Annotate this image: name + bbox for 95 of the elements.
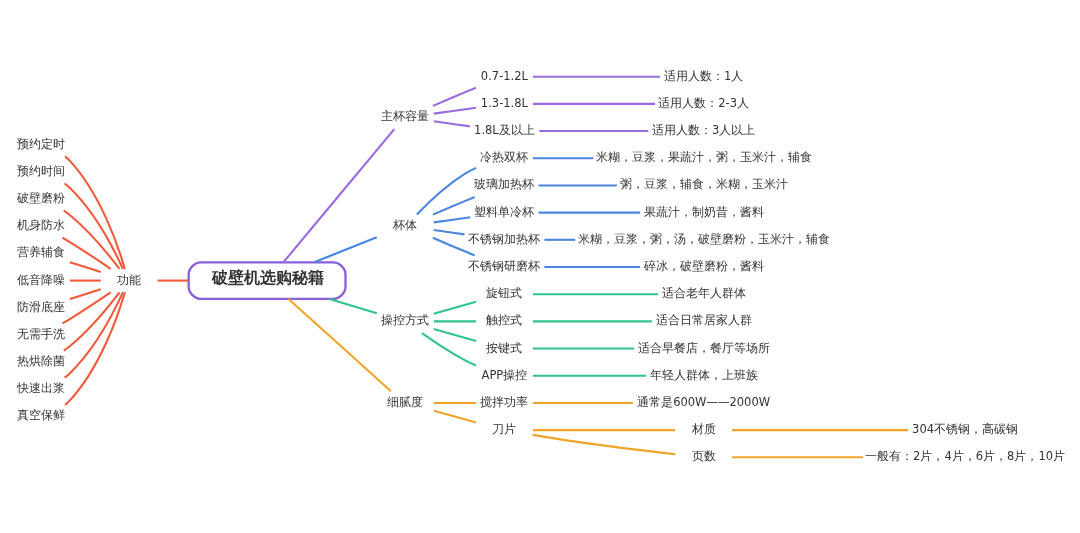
connector [433, 300, 477, 315]
connector [433, 119, 470, 127]
node-text: 材质 [691, 421, 716, 436]
node-text: 碎冰，破壁磨粉，酱料 [643, 258, 764, 273]
connector [62, 236, 112, 270]
connector [433, 215, 471, 223]
connector [329, 297, 378, 314]
connector [532, 428, 676, 431]
node-text: 触控式 [486, 312, 523, 327]
connector [538, 211, 640, 214]
connector [62, 291, 112, 324]
node-text: 刀片 [492, 421, 517, 436]
node-text: 按键式 [486, 339, 523, 354]
node-text: 无需手洗 [17, 326, 66, 341]
node-text: 防滑底座 [17, 299, 66, 314]
node-text: 适合日常居家人群 [655, 312, 752, 327]
connector [532, 347, 635, 350]
connector [421, 331, 477, 366]
connector [64, 291, 126, 406]
connector [69, 279, 101, 282]
connector [432, 86, 477, 107]
connector [433, 228, 465, 235]
node-text: 快速出浆 [17, 380, 66, 395]
node-text: 304不锈钢，高碳钢 [912, 421, 1019, 436]
connector [532, 374, 646, 377]
node-text: APP操控 [481, 367, 528, 382]
node-text: 0.7-1.2L [480, 68, 529, 83]
node-text: 1.8L及以上 [474, 122, 535, 137]
connector [313, 235, 378, 263]
connector [63, 291, 121, 351]
connector [532, 292, 658, 295]
connector [539, 129, 649, 132]
node-text: 不锈钢加热杯 [468, 231, 541, 246]
node-text: 营养辅食 [17, 244, 66, 259]
node-text: 热烘除菌 [17, 353, 66, 368]
node-text: 杯体 [393, 217, 418, 232]
connector [432, 236, 476, 256]
node-text: 适合老年人群体 [661, 285, 746, 300]
connector [731, 455, 863, 458]
connector [532, 156, 594, 159]
connector [287, 297, 392, 392]
node-text: 旋钮式 [486, 285, 523, 300]
node-text: 年轻人群体，上班族 [649, 367, 758, 382]
node-text: 适合早餐店，餐厅等场所 [637, 339, 770, 354]
connector [69, 287, 102, 300]
node-text: 适用人数：1人 [663, 68, 744, 83]
node-text: 粥，豆浆，辅食，米糊，玉米汁 [619, 176, 788, 191]
connector [532, 75, 660, 78]
node-text: 主杯容量 [381, 108, 430, 123]
node-text: 米糊，豆浆，粥，汤，破壁磨粉，玉米汁，辅食 [577, 231, 830, 246]
node-text: 果蔬汁，制奶昔，酱料 [643, 204, 764, 219]
connector [433, 106, 477, 115]
node-text: 细腻度 [387, 394, 424, 409]
node-text: 搅拌功率 [480, 394, 529, 409]
node-text: 玻璃加热杯 [474, 176, 535, 191]
node-text: 适用人数：3人以上 [651, 122, 756, 137]
node-text: 低音降噪 [17, 272, 66, 287]
connector [731, 428, 909, 431]
node-text: 米糊，豆浆，果蔬汁，粥，玉米汁，辅食 [595, 149, 812, 164]
connector [532, 102, 655, 105]
node-text: 一般有：2片，4片，6片，8片，10片 [865, 448, 1066, 463]
node-text: 预约定时 [17, 136, 66, 151]
connector [433, 327, 477, 342]
node-text: 预约时间 [17, 163, 66, 178]
node-box: 破壁机选购秘籍 [187, 260, 347, 300]
connector [532, 401, 633, 404]
node-text: 真空保鲜 [17, 407, 66, 422]
node-text: 通常是600W——2000W [637, 394, 771, 409]
node-text: 适用人数：2-3人 [658, 95, 750, 110]
connector [538, 183, 617, 186]
connector [544, 238, 576, 241]
connector [69, 260, 102, 273]
connector [63, 182, 124, 269]
node-text: 破壁磨粉 [17, 190, 66, 205]
connector [63, 209, 121, 269]
connector [63, 291, 124, 379]
node-text: 1.3-1.8L [480, 95, 529, 110]
connector [433, 319, 477, 322]
node-text: 不锈钢研磨杯 [468, 258, 541, 273]
connector [432, 195, 476, 216]
connector [532, 319, 652, 322]
connector [433, 409, 477, 423]
connector [157, 279, 189, 282]
node-text: 冷热双杯 [480, 149, 529, 164]
node-text: 页数 [691, 448, 716, 463]
connector [64, 155, 126, 269]
connector [282, 128, 396, 263]
node-text: 机身防水 [17, 217, 66, 232]
node-text: 塑料单冷杯 [474, 204, 535, 219]
connector [416, 166, 477, 215]
connector [433, 401, 477, 404]
node-text: 功能 [117, 272, 142, 287]
connector [532, 433, 676, 455]
node-text: 操控方式 [381, 312, 430, 327]
connector [544, 265, 641, 268]
